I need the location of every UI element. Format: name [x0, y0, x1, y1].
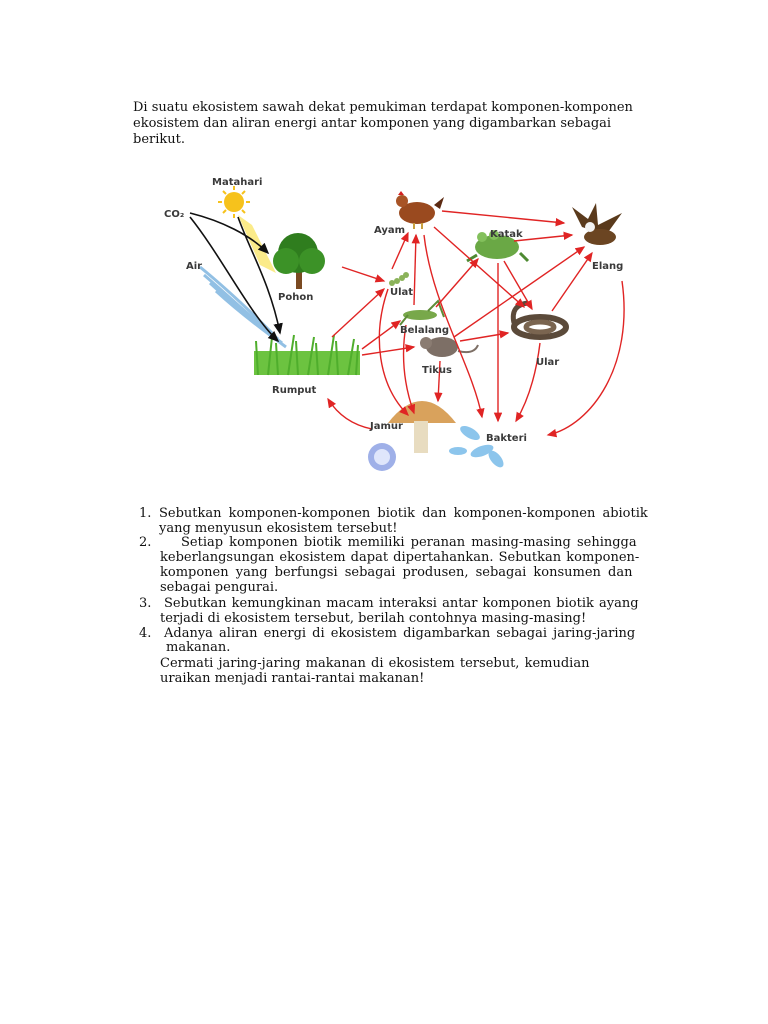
- question-1-line-1: Sebutkan komponen-komponen biotik dan ko…: [159, 506, 667, 521]
- label-co2: CO₂: [164, 209, 184, 220]
- arrow-grass-to-grasshopper: [361, 320, 402, 350]
- intro-line: Di suatu ekosistem sawah dekat pemukiman…: [133, 100, 633, 115]
- label-belalang: Belalang: [400, 325, 449, 336]
- arrow-snake-to-decomposers: [515, 342, 541, 423]
- question-3-line-2: terjadi di ekosistem tersebut, berilah c…: [160, 611, 587, 626]
- caterpillar-icon: [389, 272, 409, 286]
- grasshopper-icon: [399, 299, 445, 326]
- grass-icon: [254, 334, 360, 376]
- question-2-number: 2.: [139, 535, 152, 550]
- arrow-grasshopper-to-decomposers: [402, 324, 416, 415]
- question-1-line-2: yang menyusun ekosistem tersebut!: [159, 521, 398, 536]
- question-4-line-3: Cermati jaring-jaring makanan di ekosist…: [160, 656, 590, 671]
- arrow-rat-to-snake: [459, 330, 510, 342]
- label-katak: Katak: [490, 229, 523, 240]
- question-3-number: 3.: [139, 596, 152, 611]
- arrow-snake-to-eagle: [551, 251, 593, 312]
- sun-icon: [218, 186, 276, 273]
- chicken-icon: [396, 191, 444, 229]
- arrow-grass-to-rat: [361, 344, 416, 356]
- arrow-tree-to-caterpillar: [341, 266, 386, 283]
- arrow-chicken-to-decomposers: [423, 234, 485, 419]
- question-2-line-1: Setiap komponen biotik memiliki peranan …: [181, 535, 637, 550]
- frog-icon: [466, 230, 530, 263]
- arrow-grass-to-caterpillar: [331, 288, 386, 338]
- label-tikus: Tikus: [422, 365, 452, 376]
- arrow-frog-to-eagle: [513, 231, 574, 242]
- arrow-chicken-to-snake: [433, 226, 526, 308]
- label-ayam: Ayam: [374, 225, 405, 236]
- label-air: Air: [186, 261, 202, 272]
- intro-line: ekosistem dan aliran energi antar kompon…: [133, 116, 612, 131]
- label-elang: Elang: [592, 261, 623, 272]
- eagle-icon: [572, 203, 622, 245]
- label-rumput: Rumput: [272, 385, 317, 396]
- question-4-line-2: makanan.: [166, 640, 231, 655]
- label-pohon: Pohon: [278, 292, 313, 303]
- intro-line: berikut.: [133, 132, 185, 147]
- arrow-co2-to-tree: [189, 212, 270, 255]
- arrow-rat-to-decomposers: [434, 360, 443, 403]
- question-3-line-1: Sebutkan kemungkinan macam interaksi ant…: [164, 596, 639, 611]
- label-bakteri: Bakteri: [486, 433, 527, 444]
- question-4-number: 4.: [139, 626, 152, 641]
- arrow-frog-to-snake: [503, 260, 533, 311]
- arrow-rat-to-eagle: [453, 246, 586, 338]
- arrow-grasshopper-to-frog: [435, 257, 479, 308]
- arrow-caterpillar-to-decomposers: [378, 288, 409, 416]
- label-ular: Ular: [536, 357, 559, 368]
- label-matahari: Matahari: [212, 177, 262, 188]
- arrow-chicken-to-eagle: [441, 210, 566, 227]
- label-ulat: Ulat: [390, 287, 413, 298]
- question-1-text: Sebutkan komponen-komponen biotik dan ko…: [159, 506, 648, 521]
- snake-icon: [510, 300, 569, 340]
- question-1-number: 1.: [139, 506, 152, 521]
- arrow-grasshopper-to-chicken: [411, 233, 420, 306]
- label-jamur: Jamur: [369, 421, 403, 432]
- tree-icon: [273, 233, 325, 289]
- question-2-line-4: sebagai pengurai.: [160, 580, 279, 595]
- question-4-line-4: uraikan menjadi rantai-rantai makanan!: [160, 671, 425, 686]
- arrow-eagle-to-decomposers: [546, 280, 625, 438]
- arrow-decomposers-to-grass: [327, 397, 373, 430]
- mushroom-icon: [368, 401, 456, 471]
- question-2-line-3: komponen yang berfungsi sebagai produsen…: [160, 565, 633, 580]
- question-4-line-1: Adanya aliran energi di ekosistem digamb…: [164, 626, 636, 641]
- bacteria-icon: [449, 426, 504, 468]
- question-2-line-2: keberlangsungan ekosistem dapat dipertah…: [160, 550, 640, 565]
- intro-paragraph: Di suatu ekosistem sawah dekat pemukiman…: [133, 100, 653, 148]
- food-web-diagram: Matahari CO₂ Air Pohon Rumput Ayam Katak…: [164, 177, 625, 471]
- arrow-sun-to-grass: [237, 216, 283, 335]
- arrow-caterpillar-to-chicken: [391, 231, 409, 270]
- arrow-co2-to-grass: [189, 216, 280, 343]
